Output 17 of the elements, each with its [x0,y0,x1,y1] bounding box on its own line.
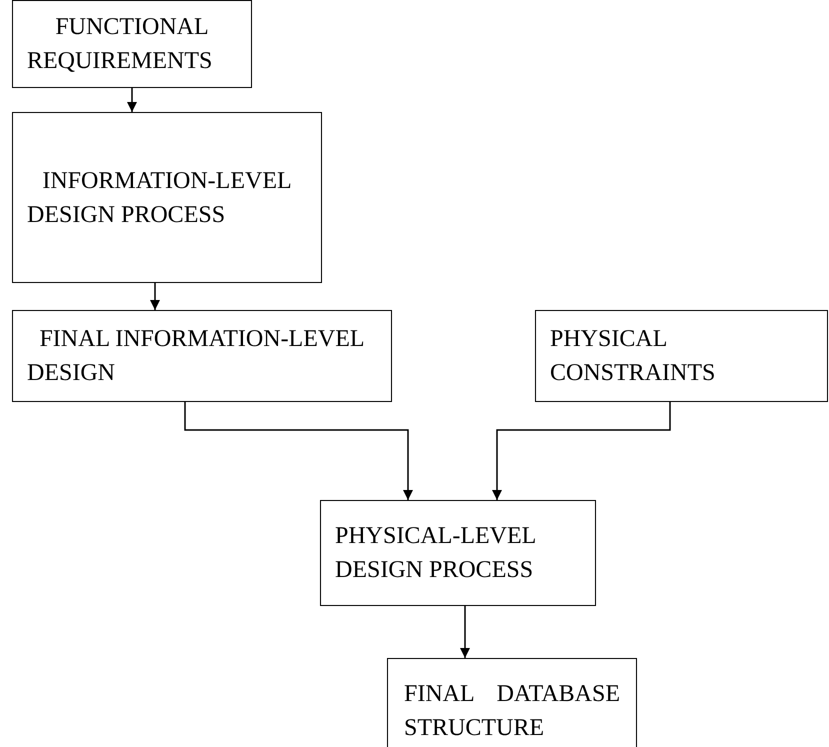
process-box [320,500,596,606]
arrow [127,88,137,112]
box-label: PHYSICAL-LEVEL DESIGN PROCESS [335,522,536,585]
box-label: FINAL INFORMATION-LEVEL DESIGN [27,325,366,388]
process-box [12,112,322,283]
process-box [12,310,392,402]
arrow [492,402,671,500]
arrow [460,606,470,658]
process-box [12,0,252,88]
box-label: INFORMATION-LEVEL DESIGN PROCESS [27,166,293,230]
process-box [387,658,637,747]
arrow [150,283,160,310]
process-box [535,310,828,402]
box-label: FINAL DATABASE STRUCTURE [404,680,620,743]
box-label: PHYSICAL CONSTRAINTS [550,325,716,388]
arrow [184,402,413,500]
box-label: FUNCTIONAL REQUIREMENTS [27,13,214,76]
